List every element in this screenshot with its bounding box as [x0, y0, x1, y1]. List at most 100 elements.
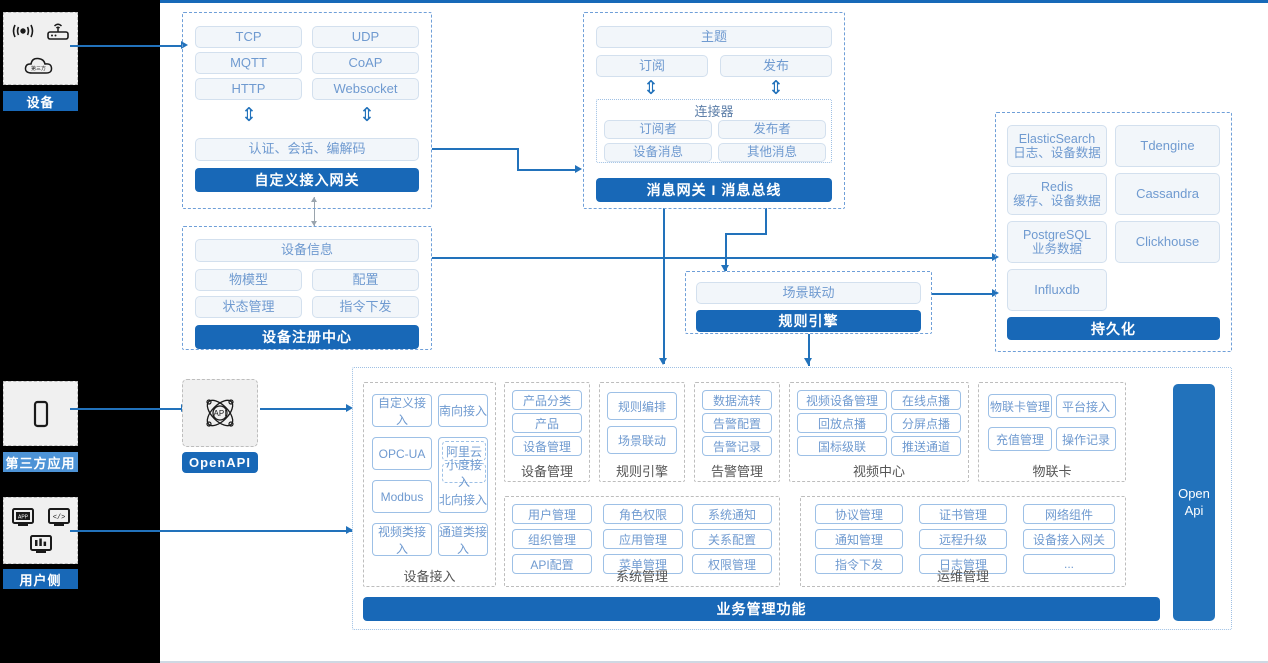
- access-channel[interactable]: 通道类接入: [438, 523, 488, 556]
- registry-thing-model[interactable]: 物模型: [195, 269, 302, 291]
- gateway-group: [182, 12, 432, 209]
- chip-sys-notice[interactable]: 系统通知: [692, 504, 772, 524]
- chip-log-mgmt[interactable]: 日志管理: [919, 554, 1007, 574]
- chip-cert-mgmt[interactable]: 证书管理: [919, 504, 1007, 524]
- message-bus-group: [583, 12, 845, 209]
- chip-remote-upgrade[interactable]: 远程升级: [919, 529, 1007, 549]
- chip-user-mgmt[interactable]: 用户管理: [512, 504, 592, 524]
- protocol-coap[interactable]: CoAP: [312, 52, 419, 74]
- chip-playback-vod[interactable]: 回放点播: [797, 413, 887, 433]
- chip-device-gateway[interactable]: 设备接入网关: [1023, 529, 1115, 549]
- store-redis[interactable]: Redis 缓存、设备数据: [1007, 173, 1107, 215]
- chip-org-mgmt[interactable]: 组织管理: [512, 529, 592, 549]
- protocol-websocket[interactable]: Websocket: [312, 78, 419, 100]
- chip-platform-access[interactable]: 平台接入: [1056, 394, 1116, 418]
- gateway-title: 自定义接入网关: [195, 168, 419, 192]
- chip-split-screen-vod[interactable]: 分屏点播: [891, 413, 961, 433]
- user-side-label: 用户侧: [3, 569, 78, 589]
- store-clickhouse[interactable]: Clickhouse: [1115, 221, 1220, 263]
- chip-command-issue[interactable]: 指令下发: [815, 554, 903, 574]
- chip-alarm-config[interactable]: 告警配置: [702, 413, 772, 433]
- connector-publisher[interactable]: 发布者: [718, 120, 826, 139]
- chip-push-channel[interactable]: 推送通道: [891, 436, 961, 456]
- registry-device-info[interactable]: 设备信息: [195, 239, 419, 262]
- openapi-label: OpenAPI: [182, 452, 258, 473]
- chip-net-component[interactable]: 网络组件: [1023, 504, 1115, 524]
- gateway-middle-box[interactable]: 认证、会话、编解码: [195, 138, 419, 161]
- cloud-icon: 第三方: [24, 57, 52, 74]
- chip-gb-cascade[interactable]: 国标级联: [797, 436, 887, 456]
- device-icon-box: 第三方: [3, 12, 78, 85]
- third-party-label: 第三方应用: [3, 452, 78, 472]
- access-south[interactable]: 南向接入: [438, 394, 488, 427]
- column-alarm-mgmt: [694, 382, 780, 482]
- access-custom[interactable]: 自定义接入: [372, 394, 432, 427]
- registry-title: 设备注册中心: [195, 325, 419, 349]
- chip-more[interactable]: ...: [1023, 554, 1115, 574]
- protocol-tcp[interactable]: TCP: [195, 26, 302, 48]
- bus-topic[interactable]: 主题: [596, 26, 832, 48]
- bus-subscribe[interactable]: 订阅: [596, 55, 708, 77]
- chip-online-vod[interactable]: 在线点播: [891, 390, 961, 410]
- protocol-mqtt[interactable]: MQTT: [195, 52, 302, 74]
- registry-command[interactable]: 指令下发: [312, 296, 419, 318]
- caption-video-center: 视频中心: [852, 464, 905, 479]
- chip-alarm-record[interactable]: 告警记录: [702, 436, 772, 456]
- connector-other-msg[interactable]: 其他消息: [718, 143, 826, 162]
- store-name: PostgreSQL: [1022, 227, 1092, 242]
- chip-data-flow[interactable]: 数据流转: [702, 390, 772, 410]
- chip-video-device-mgmt[interactable]: 视频设备管理: [797, 390, 887, 410]
- mobile-phone-icon: [33, 400, 48, 427]
- registry-config[interactable]: 配置: [312, 269, 419, 291]
- access-opcua[interactable]: OPC-UA: [372, 437, 432, 470]
- arrow-rule-to-business: [804, 358, 812, 365]
- chip-product-category[interactable]: 产品分类: [512, 390, 582, 410]
- store-sub: 日志、设备数据: [1013, 146, 1101, 160]
- chip-menu-mgmt[interactable]: 菜单管理: [603, 554, 683, 574]
- connector-bus-to-business: [663, 208, 665, 364]
- chip-app-mgmt[interactable]: 应用管理: [603, 529, 683, 549]
- svg-text:第三方: 第三方: [30, 65, 45, 72]
- caption-iot-card: 物联卡: [1032, 464, 1072, 479]
- protocol-http[interactable]: HTTP: [195, 78, 302, 100]
- bus-publish[interactable]: 发布: [720, 55, 832, 77]
- chip-scene-linkage[interactable]: 场景联动: [607, 426, 677, 454]
- chip-notify-mgmt[interactable]: 通知管理: [815, 529, 903, 549]
- north-access-xiaodu[interactable]: 小度接入: [442, 458, 486, 489]
- store-influxdb[interactable]: Influxdb: [1007, 269, 1107, 311]
- north-access-group[interactable]: 阿里云 小度接入 北向接入: [438, 437, 488, 513]
- access-video[interactable]: 视频类接入: [372, 523, 432, 556]
- device-access-group: [363, 382, 496, 587]
- rule-scene-linkage[interactable]: 场景联动: [696, 282, 921, 304]
- chip-role-perm[interactable]: 角色权限: [603, 504, 683, 524]
- chip-api-config[interactable]: API配置: [512, 554, 592, 574]
- chip-product[interactable]: 产品: [512, 413, 582, 433]
- chip-iot-card-mgmt[interactable]: 物联卡管理: [988, 394, 1052, 418]
- chip-recharge-mgmt[interactable]: 充值管理: [988, 427, 1052, 451]
- chip-device-mgmt[interactable]: 设备管理: [512, 436, 582, 456]
- store-cassandra[interactable]: Cassandra: [1115, 173, 1220, 215]
- store-postgresql[interactable]: PostgreSQL 业务数据: [1007, 221, 1107, 263]
- caption-alarm-mgmt: 告警管理: [710, 464, 763, 479]
- chip-perm-mgmt[interactable]: 权限管理: [692, 554, 772, 574]
- connector-device-msg[interactable]: 设备消息: [604, 143, 712, 162]
- connector-gateway-to-bus-v: [517, 148, 519, 170]
- protocol-udp[interactable]: UDP: [312, 26, 419, 48]
- column-device-mgmt: [504, 382, 590, 482]
- chip-relation-cfg[interactable]: 关系配置: [692, 529, 772, 549]
- chip-operation-log[interactable]: 操作记录: [1056, 427, 1116, 451]
- connector-bus-to-rule-h: [725, 233, 767, 235]
- connector-subscriber[interactable]: 订阅者: [604, 120, 712, 139]
- store-tdengine[interactable]: Tdengine: [1115, 125, 1220, 167]
- chip-rule-orchestration[interactable]: 规则编排: [607, 392, 677, 420]
- device-label: 设备: [3, 91, 78, 111]
- north-access-aliyun[interactable]: 阿里云: [442, 441, 486, 461]
- connector-bus-to-rule-v2: [725, 233, 727, 271]
- access-modbus[interactable]: Modbus: [372, 480, 432, 513]
- column-ops-mgmt: [800, 496, 1126, 587]
- arrow-userside-to-business: [346, 526, 353, 534]
- registry-state-mgmt[interactable]: 状态管理: [195, 296, 302, 318]
- chip-protocol-mgmt[interactable]: 协议管理: [815, 504, 903, 524]
- open-api-vertical-bar[interactable]: Open Api: [1173, 384, 1215, 621]
- store-elasticsearch[interactable]: ElasticSearch 日志、设备数据: [1007, 125, 1107, 167]
